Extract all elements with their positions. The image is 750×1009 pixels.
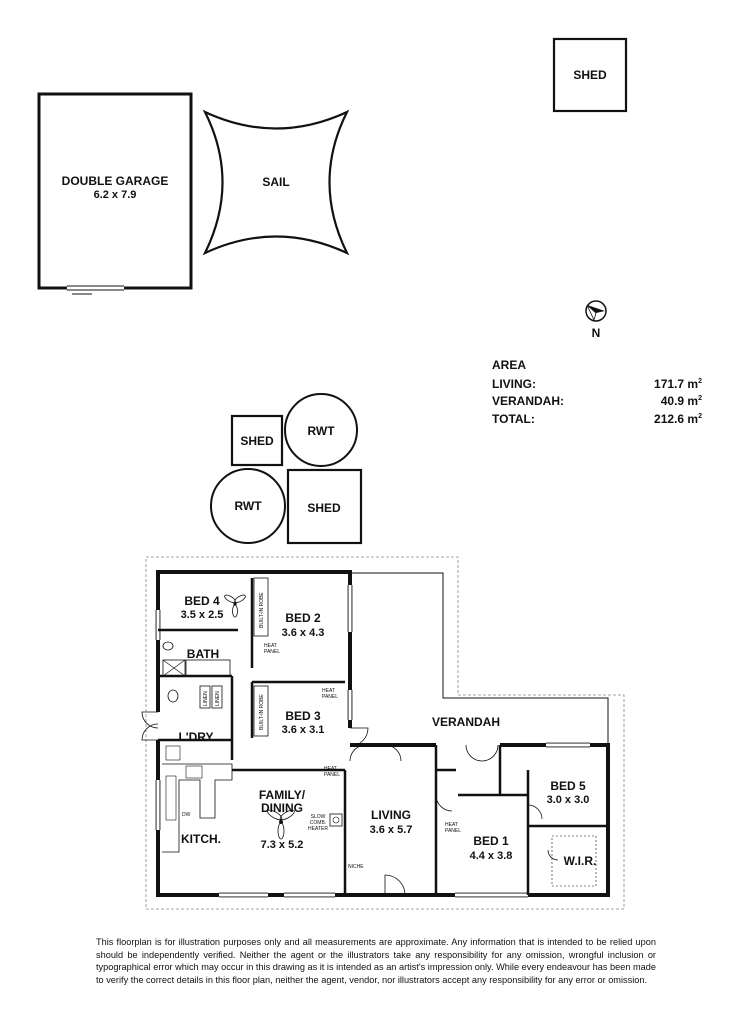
disclaimer-text: This floorplan is for illustration purpo… <box>96 937 656 985</box>
area-living-label: LIVING: <box>492 377 536 391</box>
verandah-label: VERANDAH <box>432 715 500 729</box>
rwt-2: RWT <box>210 468 286 544</box>
garage-label: DOUBLE GARAGE <box>62 174 169 188</box>
shed-large-label: SHED <box>307 501 341 515</box>
ceiling-fan-icon <box>224 594 246 618</box>
area-total-unit: 2 <box>698 413 702 420</box>
rwt-2-label: RWT <box>234 499 262 513</box>
robe-label-bed2: BUILT-IN ROBE <box>259 592 265 628</box>
shed-top-label: SHED <box>573 68 607 82</box>
area-heading: AREA <box>492 358 527 372</box>
linen-label-1: LINEN <box>203 691 209 706</box>
bed2-label: BED 2 <box>285 611 321 625</box>
dw-label: DW <box>182 812 191 818</box>
shed-large: SHED <box>286 468 363 545</box>
bed3-label: BED 3 <box>285 709 321 723</box>
sail: SAIL <box>202 109 350 256</box>
garage-dims: 6.2 x 7.9 <box>94 189 137 201</box>
bed1-dims: 4.4 x 3.8 <box>470 850 513 862</box>
heater-label-2: COMB. <box>310 820 326 826</box>
area-row-verandah: VERANDAH: 40.9 m2 <box>492 394 702 408</box>
heat-panel-family-1: HEAT <box>324 766 337 772</box>
heater-label-1: SLOW <box>311 814 326 820</box>
family-dims: 7.3 x 5.2 <box>261 839 304 851</box>
area-total-value: 212.6 m <box>654 412 699 426</box>
shed-small-label: SHED <box>240 434 274 448</box>
bed1-label: BED 1 <box>473 834 509 848</box>
laundry-label: L'DRY <box>178 730 213 744</box>
sail-label: SAIL <box>262 175 289 189</box>
compass-label: N <box>592 326 601 340</box>
house: BUILT-IN ROBE BUILT-IN ROBE LINEN LINEN … <box>141 556 625 910</box>
heat-panel-bed2-1: HEAT <box>264 643 277 649</box>
bed4-label: BED 4 <box>184 594 220 608</box>
niche-label: NICHE <box>348 864 364 870</box>
ceiling-fan-icon <box>267 809 295 840</box>
bed4-dims: 3.5 x 2.5 <box>181 609 224 621</box>
area-verandah-label: VERANDAH: <box>492 394 564 408</box>
heat-panel-bed3-2: PANEL <box>322 694 338 700</box>
heat-panel-bed1-1: HEAT <box>445 822 458 828</box>
wir-label: W.I.R. <box>564 854 597 868</box>
kitchen-label: KITCH. <box>181 832 221 846</box>
area-living-unit: 2 <box>698 378 702 385</box>
double-garage: DOUBLE GARAGE 6.2 x 7.9 <box>37 92 193 295</box>
area-verandah-value: 40.9 m <box>660 394 699 408</box>
rwt-1-label: RWT <box>307 424 335 438</box>
family-label-1: FAMILY/ <box>259 788 306 802</box>
heat-panel-bed3-1: HEAT <box>322 688 335 694</box>
area-row-total: TOTAL: 212.6 m2 <box>492 412 702 426</box>
area-row-living: LIVING: 171.7 m2 <box>492 377 702 391</box>
bed5-dims: 3.0 x 3.0 <box>547 794 590 806</box>
area-living-value: 171.7 m <box>654 377 699 391</box>
north-compass-icon: N <box>585 300 607 340</box>
robe-label-bed3: BUILT-IN ROBE <box>259 694 265 730</box>
family-label-2: DINING <box>261 801 303 815</box>
heater-label-3: HEATER <box>308 826 328 832</box>
living-label: LIVING <box>371 808 411 822</box>
bed5-label: BED 5 <box>550 779 586 793</box>
rwt-1: RWT <box>284 393 358 467</box>
heat-panel-family-2: PANEL <box>324 772 340 778</box>
shed-small: SHED <box>230 414 284 467</box>
bed3-dims: 3.6 x 3.1 <box>282 724 325 736</box>
heat-panel-bed2-2: PANEL <box>264 649 280 655</box>
area-verandah-unit: 2 <box>698 395 702 402</box>
heat-panel-bed1-2: PANEL <box>445 828 461 834</box>
linen-label-2: LINEN <box>215 691 221 706</box>
bath-label: BATH <box>187 647 219 661</box>
area-total-label: TOTAL: <box>492 412 535 426</box>
living-dims: 3.6 x 5.7 <box>370 824 413 836</box>
bed2-dims: 3.6 x 4.3 <box>282 627 325 639</box>
shed-top: SHED <box>552 37 628 113</box>
